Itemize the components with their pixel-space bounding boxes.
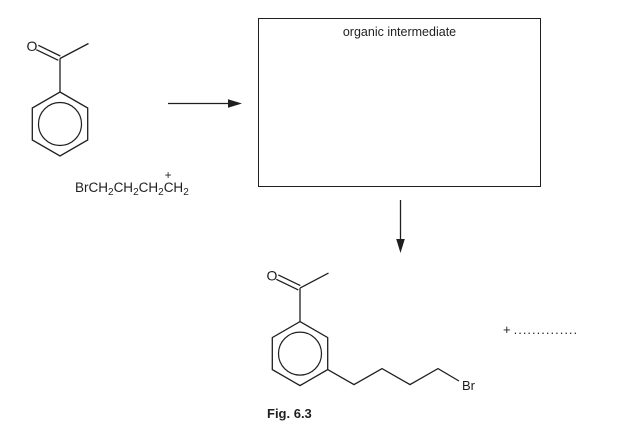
- carbonyl-double-bond-line2: [36, 49, 59, 61]
- benzene-ring-hexagon: [31, 91, 89, 157]
- reagent-formula: BrCH2CH2CH2+CH2: [75, 170, 189, 200]
- carbonyl-double-bond-line1: [38, 44, 61, 57]
- plus-sign: +: [503, 322, 511, 337]
- organic-intermediate-label: organic intermediate: [342, 25, 457, 39]
- charged-carbon-group: +CH: [163, 170, 184, 195]
- formula-subscript: 2: [158, 187, 164, 198]
- carbonyl-double-bond-line1: [278, 274, 301, 287]
- byproduct-answer-blank: +..............: [503, 322, 578, 337]
- formula-segment: CH: [113, 180, 134, 195]
- carbonyl-double-bond-line2: [276, 278, 299, 291]
- reaction-arrow-right: [168, 99, 242, 108]
- figure-caption: Fig. 6.3: [267, 406, 312, 421]
- formula-subscript: 2: [108, 187, 114, 198]
- arrow-down-head: [396, 239, 405, 253]
- dotted-answer-line: ..............: [513, 322, 579, 337]
- formula-subscript: 2: [133, 187, 139, 198]
- formula-subscript: 2: [183, 187, 189, 198]
- positive-charge: +: [164, 170, 172, 182]
- organic-intermediate-box: organic intermediate: [258, 18, 541, 187]
- oxygen-label: O: [27, 38, 38, 54]
- formula-segment: BrCH: [75, 180, 108, 195]
- bromobutyl-chain: [327, 367, 460, 386]
- aromatic-ring-circle: [37, 101, 83, 147]
- bromine-label: Br: [462, 378, 476, 393]
- carbonyl-methyl-bond: [59, 42, 89, 60]
- carbonyl-methyl-bond: [299, 272, 329, 289]
- formula-segment: CH: [138, 180, 159, 195]
- oxygen-label: O: [267, 268, 278, 284]
- reaction-arrow-down: [396, 200, 405, 253]
- product-structure: O Br: [267, 268, 476, 393]
- aromatic-ring-circle: [277, 331, 323, 376]
- reactant-structure: O: [27, 38, 89, 157]
- formula-segment: CH: [163, 180, 184, 195]
- benzene-ring-hexagon: [271, 320, 329, 387]
- arrow-right-head: [228, 99, 242, 108]
